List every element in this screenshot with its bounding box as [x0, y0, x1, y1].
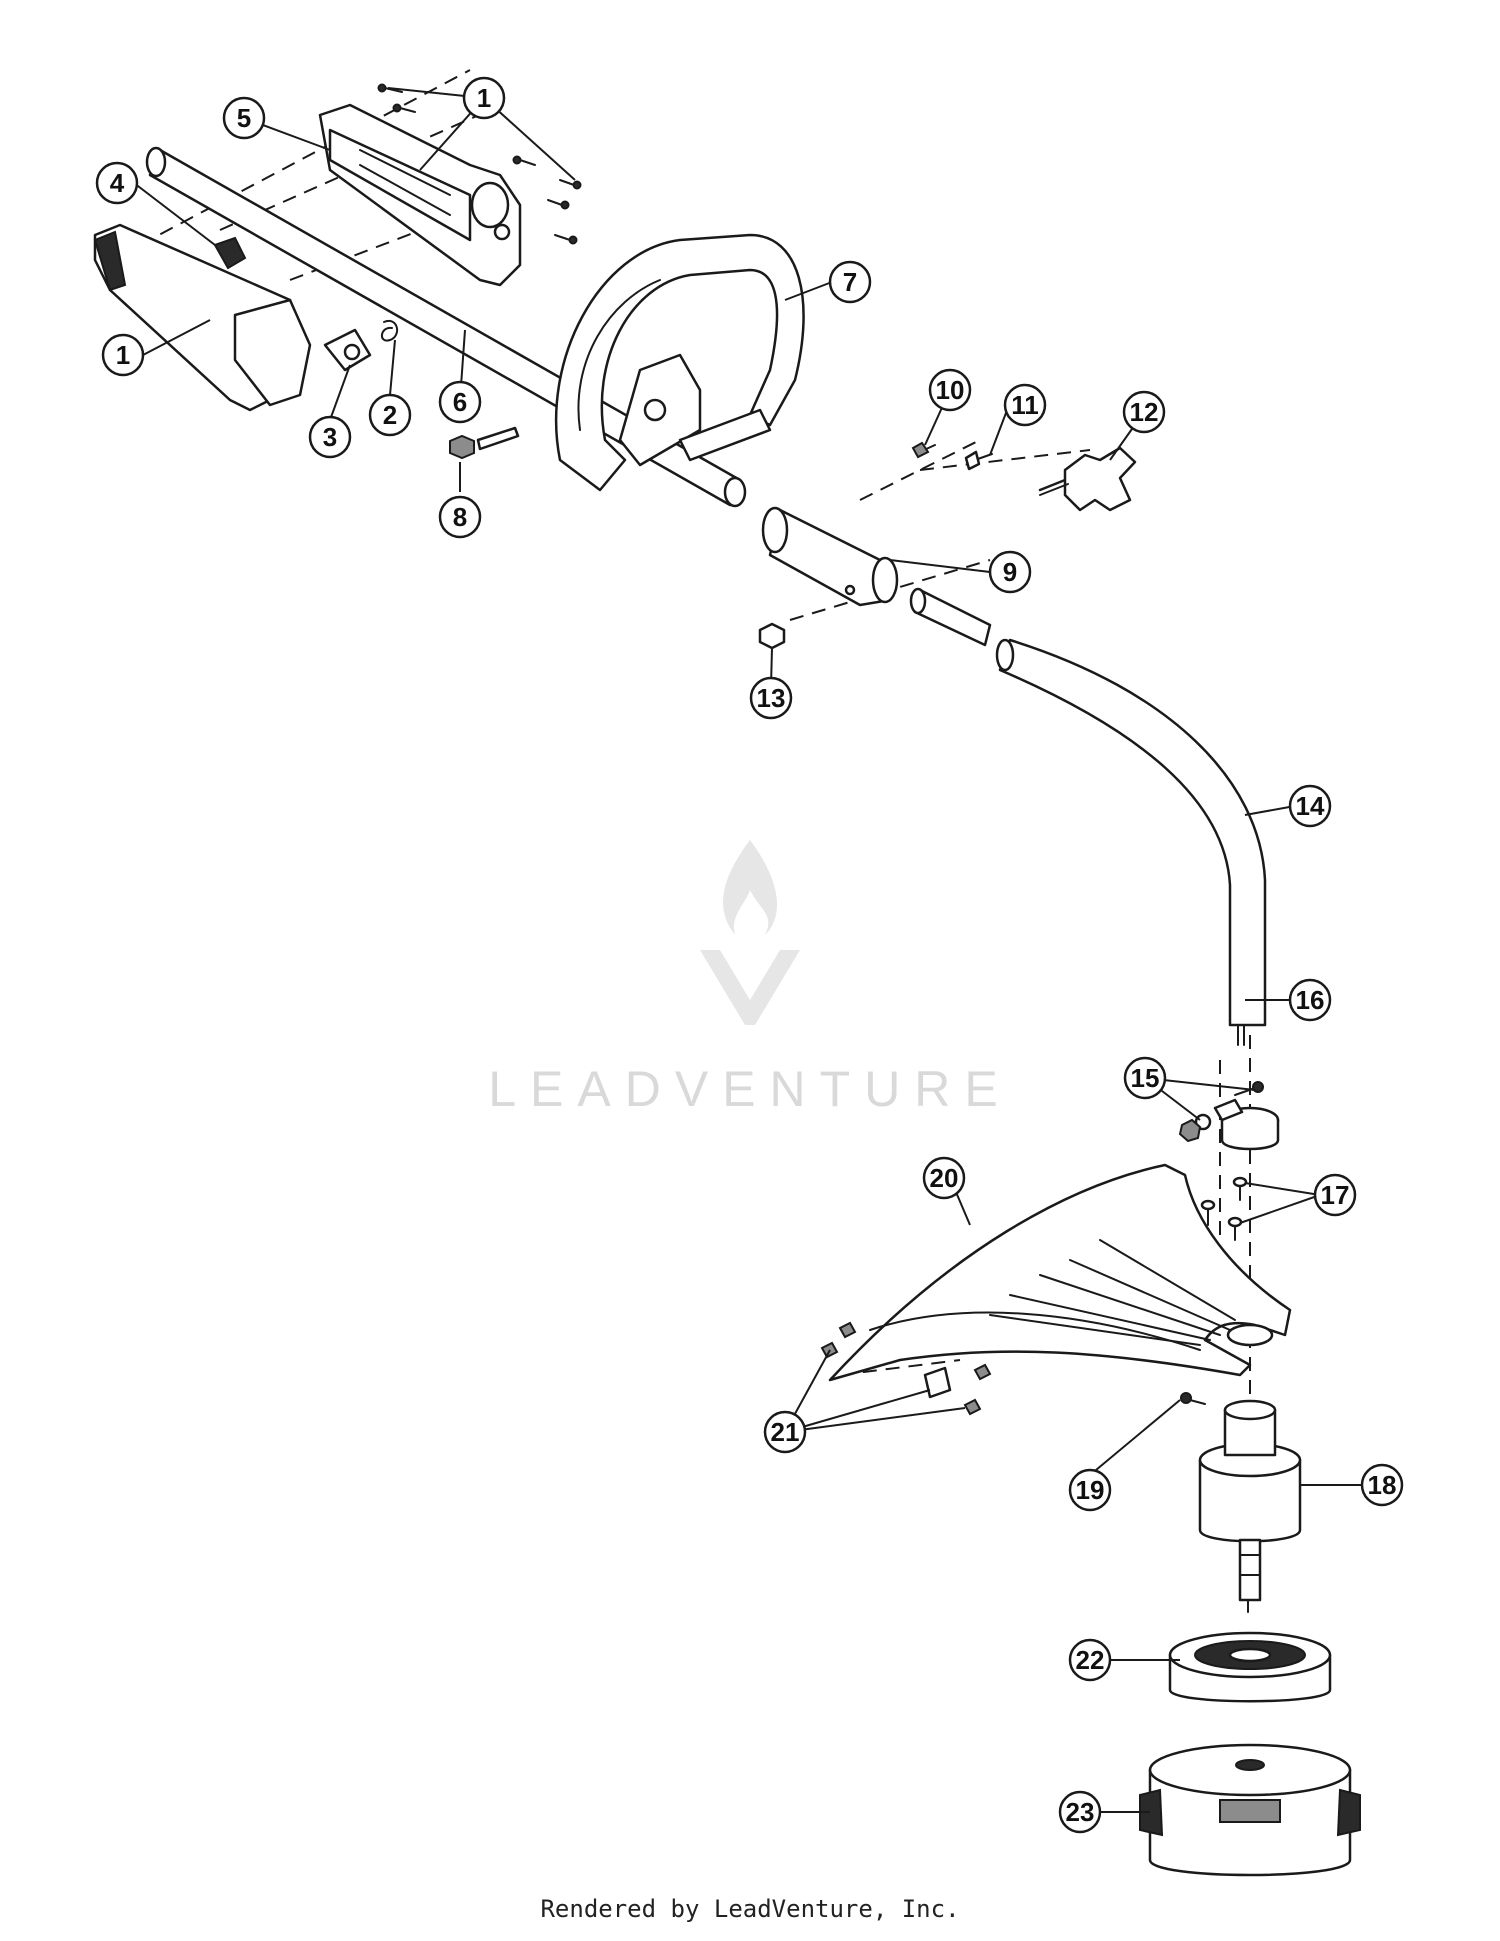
callout-1: 1: [101, 333, 145, 377]
shaft-coupler: [761, 506, 992, 647]
watermark-logo: [700, 840, 800, 1025]
housing-screws: [377, 83, 582, 245]
callout-6: 6: [438, 380, 482, 424]
callout-circle: [928, 368, 972, 412]
handle-bolt: [449, 426, 520, 460]
callout-number: 23: [1066, 1797, 1095, 1827]
callout-15: 15: [1123, 1056, 1167, 1100]
curved-shaft: [995, 638, 1267, 1046]
callout-circle: [1122, 390, 1166, 434]
callout-10: 10: [928, 368, 972, 412]
callout-9: 9: [988, 550, 1032, 594]
trimmer-head: [1139, 1743, 1361, 1877]
callout-13: 13: [749, 676, 793, 720]
guard-fasteners: [820, 1321, 992, 1416]
coupler-screws: [911, 441, 993, 471]
callout-circle: [462, 76, 506, 120]
trigger-and-spring: [323, 319, 399, 372]
callout-circle: [368, 393, 412, 437]
callout-number: 19: [1076, 1475, 1105, 1505]
callout-circle: [1123, 1056, 1167, 1100]
callout-3: 3: [308, 415, 352, 459]
callout-circle: [828, 260, 872, 304]
footer-credit: Rendered by LeadVenture, Inc.: [540, 1895, 960, 1923]
callout-number: 1: [116, 340, 130, 370]
callout-circle: [95, 161, 139, 205]
callout-2: 2: [368, 393, 412, 437]
clamp-knob: [1038, 446, 1137, 512]
coupler-nut: [758, 622, 786, 650]
callout-circle: [1288, 784, 1332, 828]
callout-circle: [749, 676, 793, 720]
callout-number: 11: [1011, 390, 1039, 420]
shaft-clamp: [1178, 1081, 1280, 1151]
callout-23: 23: [1058, 1790, 1102, 1834]
loop-handle: [554, 233, 805, 492]
callout-number: 4: [110, 168, 125, 198]
callout-number: 10: [936, 375, 965, 405]
callout-circle: [1003, 383, 1047, 427]
callout-number: 18: [1368, 1470, 1397, 1500]
callout-4: 4: [95, 161, 139, 205]
callout-number: 8: [453, 502, 467, 532]
gear-head: [1198, 1399, 1302, 1613]
callout-circle: [1288, 978, 1332, 1022]
callout-circle: [1313, 1173, 1357, 1217]
callout-number: 12: [1130, 397, 1159, 427]
callout-22: 22: [1068, 1638, 1112, 1682]
callout-circle: [922, 1156, 966, 1200]
callout-number: 15: [1131, 1063, 1160, 1093]
callout-number: 2: [383, 400, 397, 430]
callout-8: 8: [438, 495, 482, 539]
callout-number: 9: [1003, 557, 1017, 587]
callout-11: 11: [1003, 383, 1047, 427]
callout-number: 21: [771, 1417, 800, 1447]
callout-7: 7: [828, 260, 872, 304]
callout-circle: [763, 1410, 807, 1454]
guard-screws: [1200, 1176, 1248, 1241]
callout-21: 21: [763, 1410, 807, 1454]
callout-circle: [222, 96, 266, 140]
callout-circle: [308, 415, 352, 459]
callout-1: 1: [462, 76, 506, 120]
callout-circle: [438, 380, 482, 424]
callout-14: 14: [1288, 784, 1332, 828]
callout-circle: [1360, 1463, 1404, 1507]
callout-number: 1: [477, 83, 491, 113]
spool-hub: [1168, 1631, 1332, 1703]
callout-number: 20: [930, 1163, 959, 1193]
callout-5: 5: [222, 96, 266, 140]
callout-20: 20: [922, 1156, 966, 1200]
upper-handle-housing: [318, 103, 522, 287]
callout-number: 22: [1076, 1645, 1105, 1675]
callout-circle: [1068, 1468, 1112, 1512]
callout-number: 13: [757, 683, 786, 713]
callout-18: 18: [1360, 1463, 1404, 1507]
watermark-text: LEADVENTURE: [488, 1061, 1012, 1117]
callout-16: 16: [1288, 978, 1332, 1022]
callout-number: 16: [1296, 985, 1325, 1015]
callout-circle: [101, 333, 145, 377]
callout-circle: [1068, 1638, 1112, 1682]
callout-number: 17: [1321, 1180, 1350, 1210]
callout-19: 19: [1068, 1468, 1112, 1512]
trimmer-guard: [828, 1163, 1292, 1382]
rear-handle-grip: [93, 223, 312, 412]
gear-head-screw: [1180, 1392, 1206, 1405]
callout-circle: [988, 550, 1032, 594]
callout-17: 17: [1313, 1173, 1357, 1217]
callout-number: 7: [843, 267, 857, 297]
callout-circle: [438, 495, 482, 539]
callout-number: 14: [1296, 791, 1325, 821]
callout-circle: [1058, 1790, 1102, 1834]
callout-number: 6: [453, 387, 467, 417]
switch: [213, 236, 247, 270]
callout-number: 3: [323, 422, 337, 452]
callout-12: 12: [1122, 390, 1166, 434]
callout-number: 5: [237, 103, 251, 133]
